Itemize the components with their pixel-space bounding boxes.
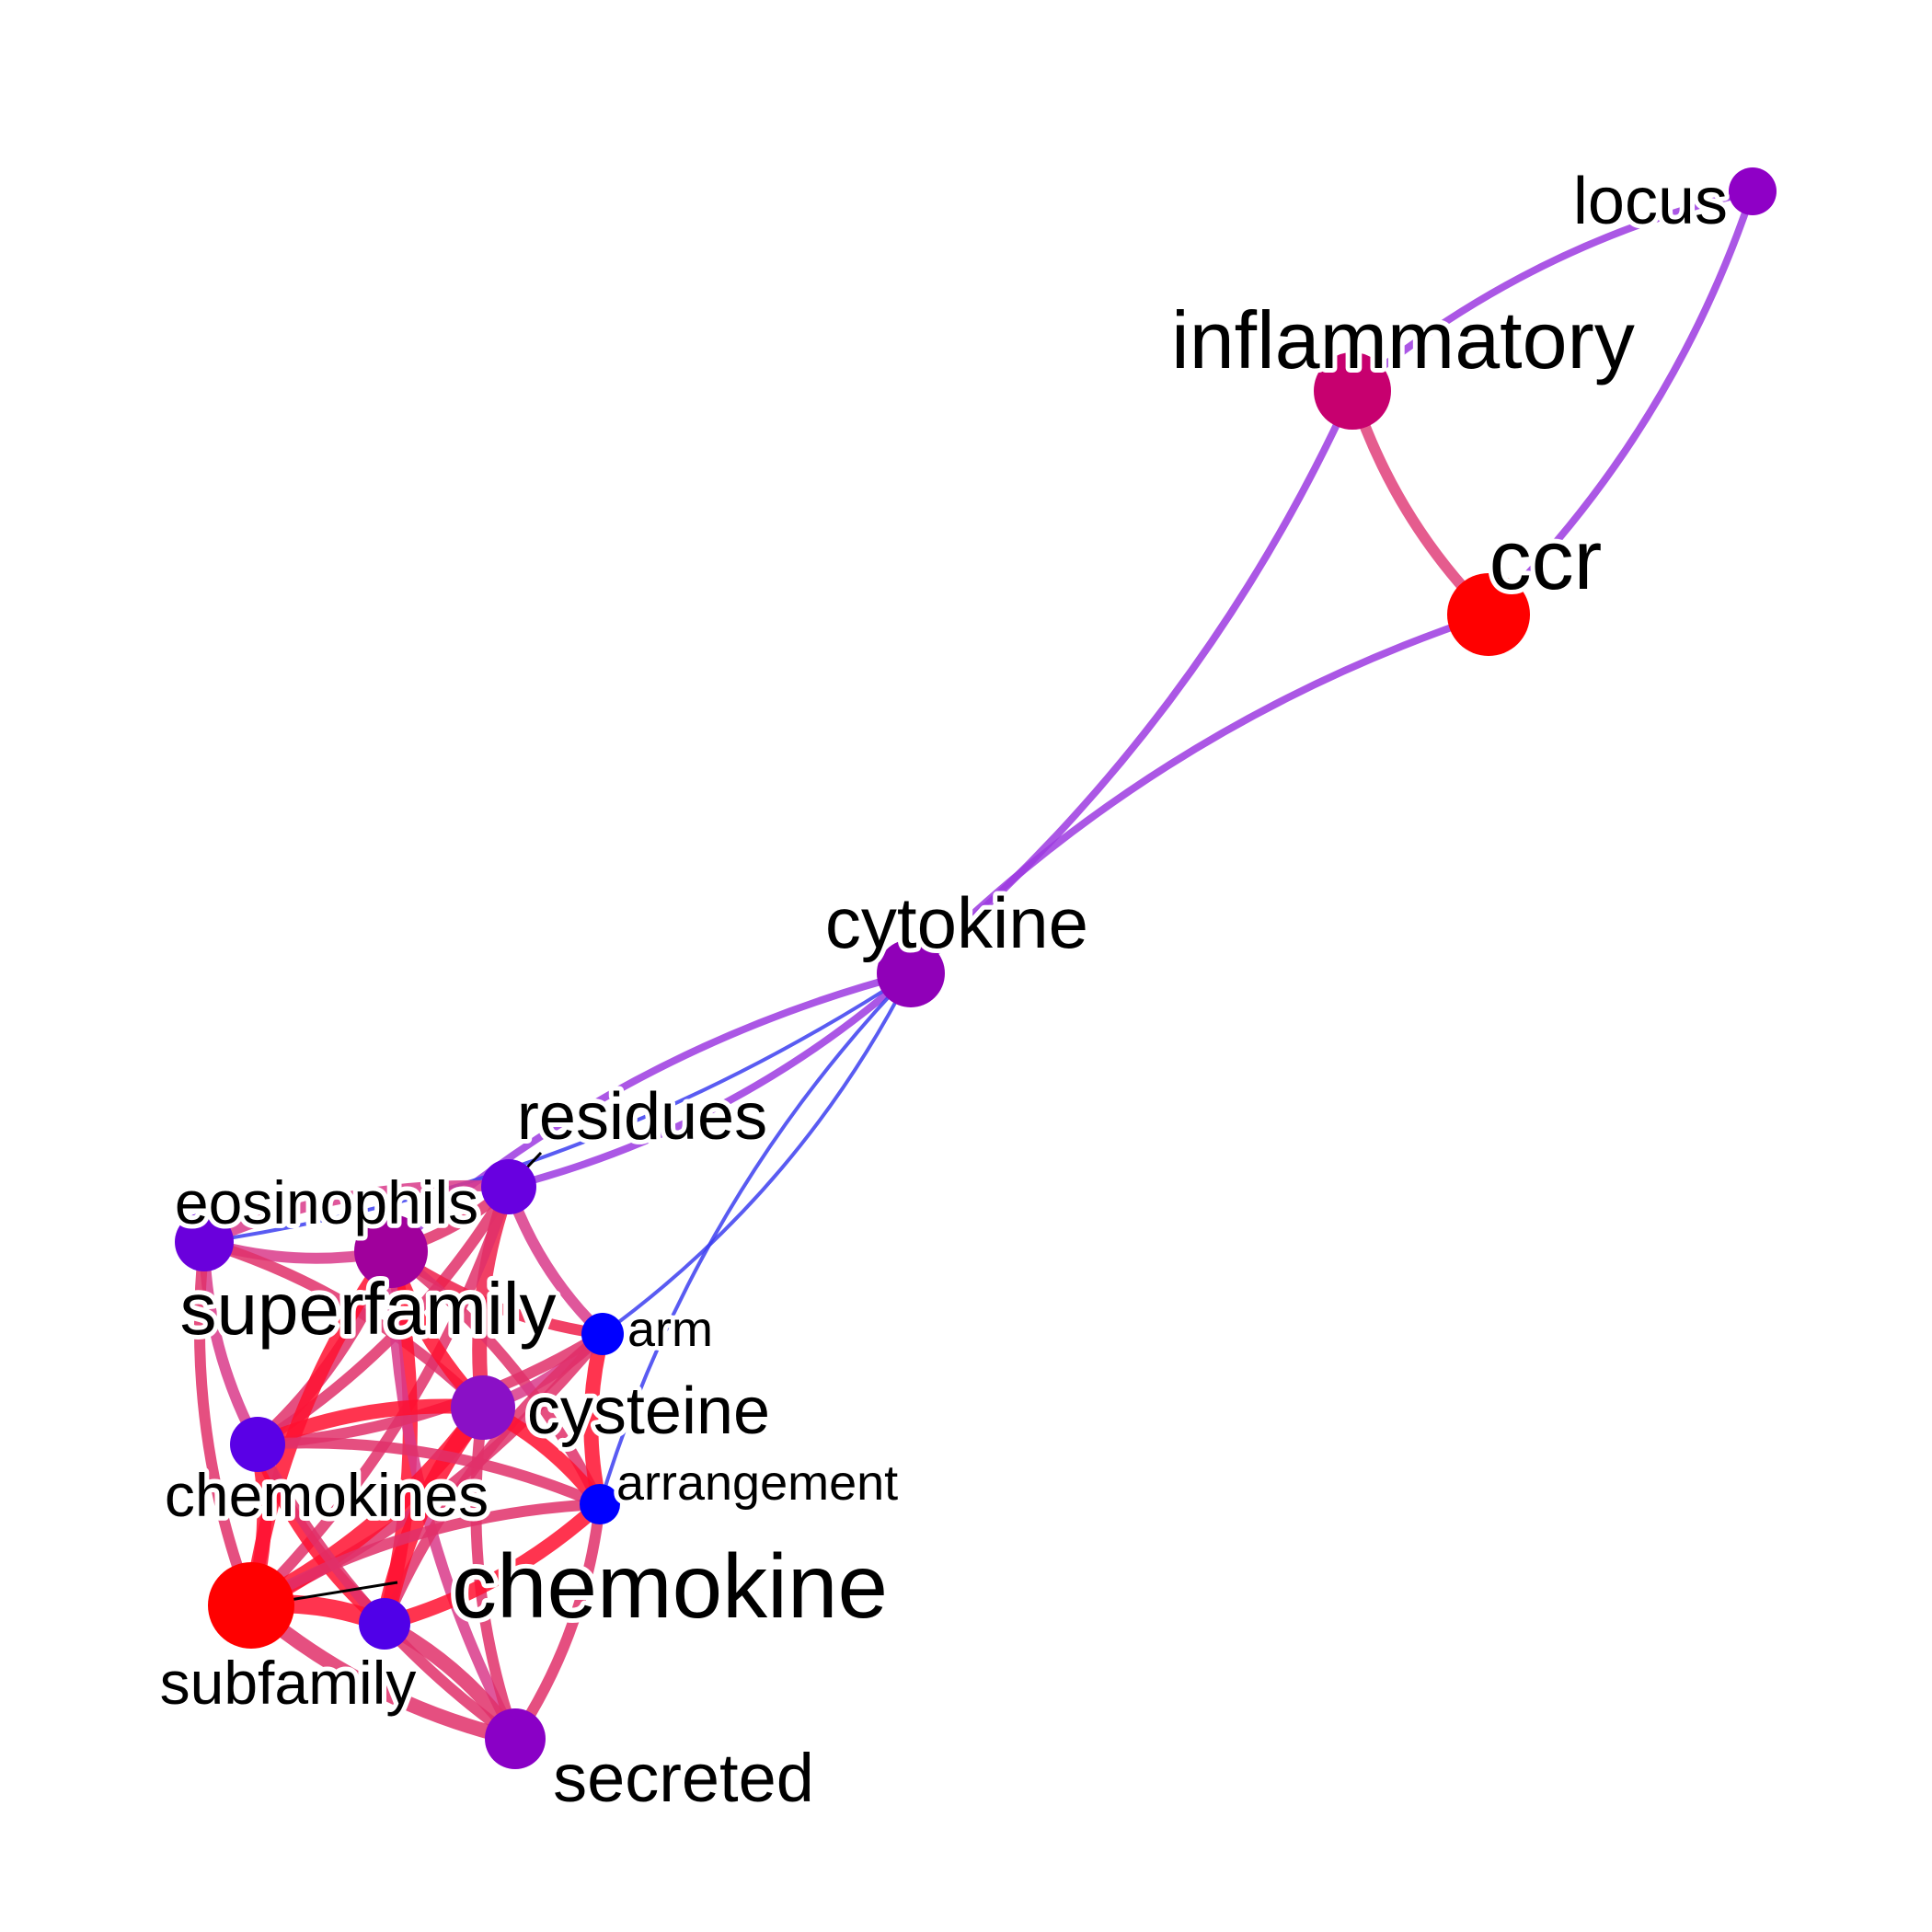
node-label-residues: residues	[517, 1080, 767, 1154]
node-label-locus: locus	[1573, 165, 1728, 238]
node-chemokine	[359, 1598, 410, 1650]
node-label-subfamily: subfamily	[160, 1649, 417, 1717]
edge-cytokine-superfamily	[387, 970, 914, 1255]
node-secreted	[485, 1708, 546, 1769]
edge-eosinophils-subfamily	[193, 1236, 257, 1611]
node-label-ccr: ccr	[1489, 513, 1603, 607]
edge-superfamily-arrangement	[385, 1246, 605, 1510]
node-ccr	[1447, 573, 1530, 656]
node-label-arm: arm	[627, 1302, 713, 1357]
edge-cytokine-eosinophils	[202, 972, 913, 1244]
edge-arrangement-subfamily	[246, 1499, 605, 1611]
node-chemokines	[230, 1417, 285, 1472]
node-residues	[481, 1159, 536, 1214]
edge-chemokines-arrangement	[252, 1437, 605, 1510]
edge-cytokine-arrangement	[598, 972, 913, 1506]
edge-cytokine-residues	[505, 970, 914, 1190]
edge-arrangement-chemokine	[377, 1497, 607, 1631]
edge-cytokine-arm	[601, 972, 913, 1336]
edge-arrangement-secreted	[510, 1499, 605, 1744]
edge-ccr-cytokine	[907, 611, 1492, 977]
node-label-chemokines: chemokines	[165, 1461, 489, 1529]
edge-eosinophils-residues	[199, 1179, 514, 1248]
edge-locus-ccr	[1485, 188, 1756, 618]
edge-locus-inflammatory	[1349, 188, 1756, 395]
node-superfamily	[354, 1214, 428, 1288]
node-label-eosinophils: eosinophils	[175, 1168, 478, 1236]
node-label-cysteine: cysteine	[527, 1374, 770, 1448]
node-cytokine	[877, 939, 945, 1007]
node-cysteine	[451, 1375, 515, 1440]
node-label-cytokine: cytokine	[825, 882, 1088, 963]
node-arm	[581, 1313, 624, 1355]
node-arrangement	[580, 1484, 620, 1524]
node-inflammatory	[1314, 352, 1391, 430]
labels-layer: locus inflammatory ccr cytokine residues eosi…	[155, 160, 1732, 1821]
node-locus	[1729, 167, 1777, 215]
node-label-inflammatory: inflammatory	[1171, 294, 1635, 385]
edge-cysteine-secreted	[470, 1402, 521, 1744]
node-label-secreted: secreted	[553, 1740, 814, 1816]
node-subfamily	[208, 1562, 294, 1649]
nodes-layer	[175, 167, 1777, 1769]
node-label-chemokine: chemokine	[452, 1535, 888, 1637]
node-label-superfamily: superfamily	[179, 1268, 556, 1350]
node-eosinophils	[175, 1213, 234, 1271]
node-label-arrangement: arrangement	[616, 1455, 898, 1511]
